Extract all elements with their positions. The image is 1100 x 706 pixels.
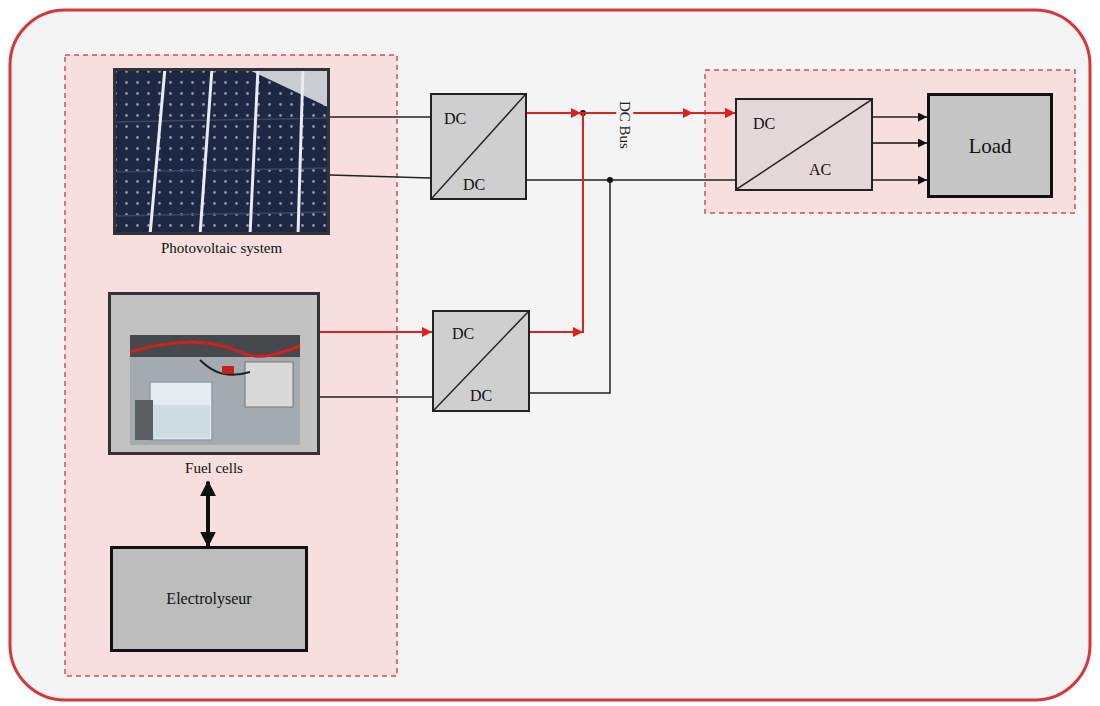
node-label: DC xyxy=(444,111,466,128)
photo-shelf xyxy=(130,335,300,357)
load-box: Load xyxy=(927,93,1053,198)
wire-connector xyxy=(330,116,430,118)
node-label: Load xyxy=(968,134,1011,156)
diagonal-line xyxy=(737,100,871,189)
load-region xyxy=(705,70,1075,213)
wire xyxy=(527,179,735,181)
diagonal-line xyxy=(432,95,525,198)
busbar xyxy=(150,68,165,235)
converter-symbol xyxy=(737,100,871,189)
bus-label: DC Bus xyxy=(617,98,634,152)
connector-group xyxy=(208,113,927,546)
phase-arrow xyxy=(873,179,927,181)
inverter-box: DC AC xyxy=(735,98,873,191)
cell-gap xyxy=(113,168,330,172)
red-lead xyxy=(130,342,300,356)
converter-box: DC DC xyxy=(432,310,530,412)
wire xyxy=(330,175,430,178)
wire-connector xyxy=(206,482,210,546)
busbar xyxy=(298,68,303,235)
node-caption: Fuel cells xyxy=(185,461,243,477)
photo-box: Photovoltaic system xyxy=(113,68,330,235)
cell-gap xyxy=(113,118,330,122)
phase-arrow xyxy=(873,116,927,118)
outer-frame xyxy=(10,10,1090,700)
node-label: Electrolyseur xyxy=(166,591,251,608)
wire-connector xyxy=(873,142,927,144)
node-label: DC xyxy=(463,177,485,194)
diagonal-line xyxy=(434,312,528,410)
device xyxy=(245,362,293,407)
junction-dot xyxy=(607,177,613,183)
panel-cells xyxy=(113,68,330,235)
node-label: DC xyxy=(470,388,492,405)
node-label: DC xyxy=(753,116,775,133)
busbar xyxy=(200,68,212,235)
wire xyxy=(530,180,610,393)
node-label: AC xyxy=(809,162,831,179)
stand xyxy=(135,400,153,440)
source-region xyxy=(65,55,397,676)
node-label: DC xyxy=(452,326,474,343)
solar-panel-photo xyxy=(113,68,330,235)
beaker xyxy=(150,382,212,440)
wire-connector xyxy=(320,331,432,333)
process-box: Electrolyseur xyxy=(110,546,308,652)
clip xyxy=(222,366,234,374)
wire xyxy=(320,396,432,398)
busbar xyxy=(250,68,258,235)
black-lead xyxy=(200,360,250,375)
converter-box: DC DC xyxy=(430,93,527,200)
fuel-cell-photo xyxy=(108,292,320,455)
photo-box: Fuel cells xyxy=(108,292,320,455)
water xyxy=(152,405,210,438)
node-caption: Photovoltaic system xyxy=(161,241,282,257)
photo-ground xyxy=(130,335,300,445)
photo-frame xyxy=(108,292,320,455)
